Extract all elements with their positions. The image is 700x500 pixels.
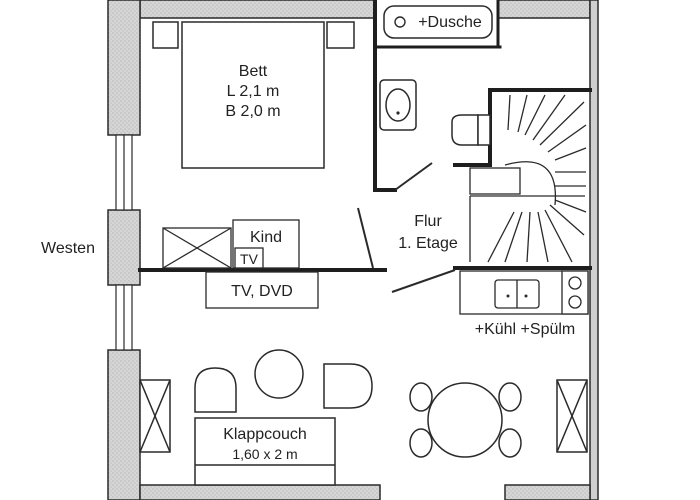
bedroom-cabinet (162, 227, 232, 269)
couch-label: Klappcouch (223, 426, 307, 443)
tv-dvd-label: TV, DVD (231, 283, 293, 300)
bed-title: Bett (239, 63, 268, 80)
shower-tub (383, 5, 493, 39)
double-bed (152, 21, 355, 169)
shower-label: +Dusche (418, 14, 482, 31)
toilet (451, 114, 491, 146)
tv-dvd-cabinet (205, 271, 319, 309)
kitchen-counter (459, 270, 589, 315)
doors (357, 162, 456, 293)
west-windows (115, 134, 133, 351)
child-label: Kind (250, 229, 282, 246)
fold-couch (194, 417, 336, 486)
bed-width: B 2,0 m (225, 103, 280, 120)
compass-label: Westen (41, 240, 95, 257)
living-furniture (139, 349, 588, 453)
floor-label: 1. Etage (398, 235, 458, 252)
dining-table (409, 382, 522, 458)
child-bed-box (232, 219, 300, 269)
staircase (469, 94, 587, 263)
interior-walls (138, 0, 592, 272)
bed-length: L 2,1 m (227, 83, 280, 100)
hall-label: Flur (414, 213, 442, 230)
couch-size-label: 1,60 x 2 m (232, 446, 297, 462)
outer-walls (107, 0, 599, 500)
kitchen-label: +Kühl +Spülm (475, 321, 576, 338)
sink (379, 79, 417, 131)
tv-small-label: TV (240, 251, 259, 267)
